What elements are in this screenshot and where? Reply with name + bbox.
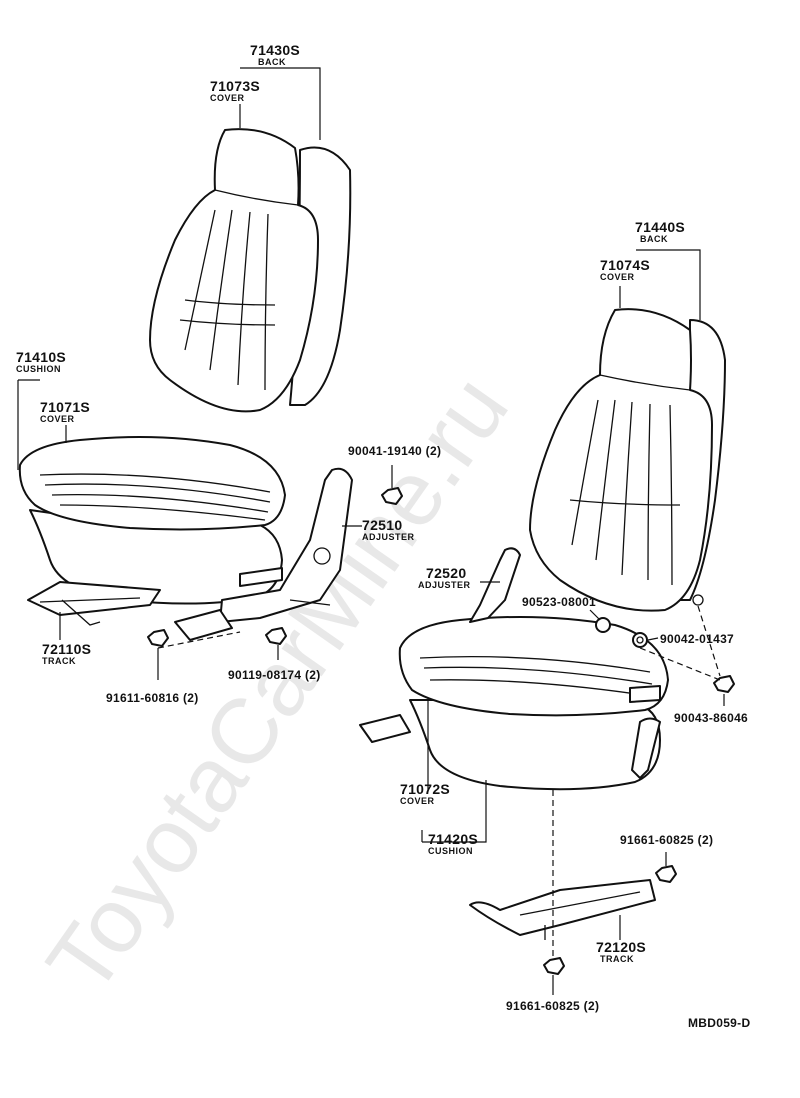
cushion-left-number: 71410S [16,349,66,365]
adjuster-right-name: ADJUSTER [418,580,471,590]
left-seat-back-drawing [149,128,352,413]
track-right-number: 72120S [596,939,646,955]
cover-cushion-left-number: 71071S [40,399,90,415]
bolt-track-left-front-label: 91611-60816 (2) [106,691,199,705]
left-seat-cushion-drawing [18,435,286,605]
nut-right-a-label: 90523-08001 [522,595,596,609]
fastener-labels: 90041-19140 (2) 90119-08174 (2) 91611-60… [106,444,750,1030]
bolt-track-left-rear-label: 90119-08174 (2) [228,668,321,682]
bolt-track-right-bottom-label: 91661-60825 (2) [506,999,599,1013]
drawing-code-label: MBD059-D [688,1016,750,1030]
left-track-drawing [27,581,161,626]
right-adjuster-drawing [359,547,661,779]
cushion-right-number: 71420S [428,831,478,847]
adjuster-left-number: 72510 [362,517,402,533]
cover-cushion-right-number: 71072S [400,781,450,797]
cover-back-left-number: 71073S [210,78,260,94]
back-right-name: BACK [640,234,668,244]
adjuster-right-number: 72520 [426,565,466,581]
cover-back-right-number: 71074S [600,257,650,273]
bolt-track-right-top-label: 91661-60825 (2) [620,833,713,847]
track-left-number: 72110S [42,641,91,657]
cover-back-left-name: COVER [210,93,245,103]
bolt-adjuster-left-label: 90041-19140 (2) [348,444,441,458]
washer-right-label: 90042-01437 [660,632,734,646]
cushion-left-name: CUSHION [16,364,61,374]
back-right-number: 71440S [635,219,685,235]
right-seat-cushion-drawing [398,615,669,791]
callout-labels: 71430S BACK 71073S COVER 71410S CUSHION … [16,42,685,964]
back-left-number: 71430S [250,42,300,58]
cover-cushion-left-name: COVER [40,414,75,424]
cover-cushion-right-name: COVER [400,796,435,806]
nut-right-b-label: 90043-86046 [674,711,748,725]
right-track-drawing [469,879,656,940]
cover-back-right-name: COVER [600,272,635,282]
cushion-right-name: CUSHION [428,846,473,856]
back-left-name: BACK [258,57,286,67]
fastener-drawings [147,487,735,975]
left-adjuster-drawing [174,467,353,641]
adjuster-left-name: ADJUSTER [362,532,415,542]
leader-lines [17,67,725,995]
track-right-name: TRACK [600,954,634,964]
right-seat-back-drawing [529,308,726,612]
track-left-name: TRACK [42,656,76,666]
